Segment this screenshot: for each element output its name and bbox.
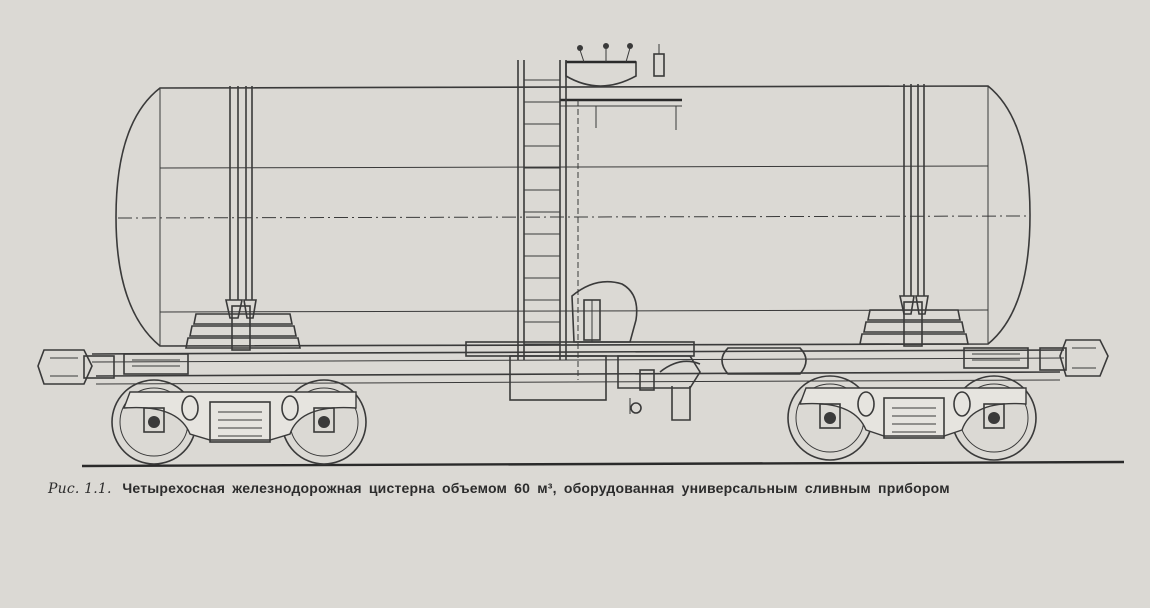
tank-strap-right [899, 84, 929, 315]
coupler-right [1039, 339, 1109, 377]
figure-caption: Рис. 1.1. Четырехосная железнодорожная ц… [48, 480, 1128, 497]
coupler-left [37, 349, 115, 385]
bogie-left [111, 379, 367, 465]
support-right [859, 301, 969, 347]
bogie-right [787, 375, 1037, 461]
ladder [517, 60, 579, 380]
tank-barrel [115, 85, 1031, 347]
tank-car-drawing [37, 43, 1125, 468]
tank-strap-left [225, 86, 257, 319]
underframe [91, 341, 1065, 401]
figure-label: Рис. 1.1. [48, 481, 112, 497]
figure-caption-text: Четырехосная железнодорожная цистерна об… [122, 480, 950, 496]
support-left [185, 305, 301, 351]
dome-and-platform [560, 43, 682, 130]
rail-line [81, 460, 1125, 468]
drain-device [571, 280, 701, 421]
